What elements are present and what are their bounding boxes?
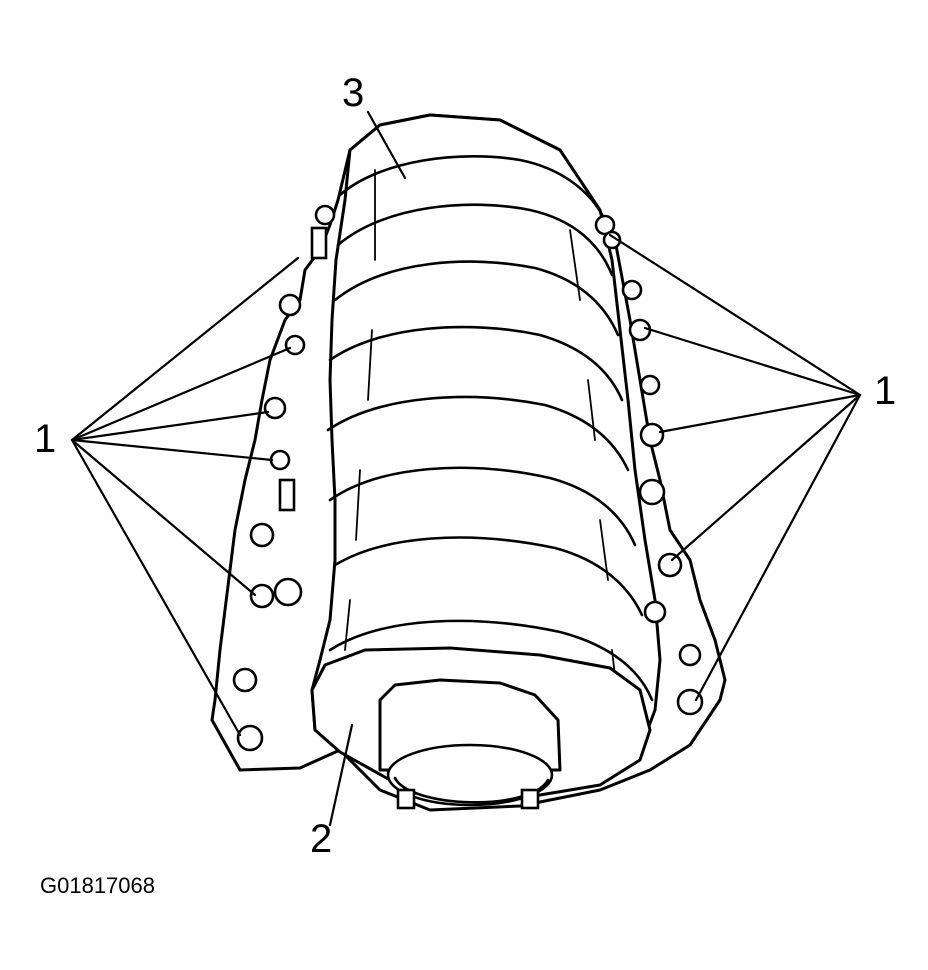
leaders-left: [70, 256, 300, 737]
throttle-bore: [386, 743, 554, 807]
stud-left-1: [310, 226, 328, 260]
runner-arc-6: [328, 466, 637, 547]
throttle-stud-right: [520, 788, 540, 810]
throttle-inlet-housing: [378, 678, 562, 772]
bolt-left-6: [249, 522, 275, 548]
bolt-right-4: [628, 318, 652, 342]
leaders-right: [608, 233, 862, 702]
bolt-left-8: [273, 577, 303, 607]
bolt-left-5: [269, 449, 291, 471]
runner-arc-4: [328, 325, 624, 402]
bolt-right-8: [657, 552, 683, 578]
bolt-left-2: [278, 293, 302, 317]
bolt-right-6: [639, 422, 665, 448]
leader-manifold: [366, 110, 407, 180]
bolt-left-4: [263, 396, 287, 420]
figure-id: G01817068: [40, 873, 155, 898]
throttle-stud-left: [396, 788, 416, 810]
callout-bolts-left: 1: [34, 417, 56, 461]
runner-arc-3: [333, 260, 620, 337]
runner-arc-1: [338, 155, 607, 222]
plenum-seam-left: [344, 169, 376, 651]
bolt-right-10: [678, 643, 702, 667]
bolt-left-7: [249, 583, 275, 609]
runner-arc-7: [333, 536, 644, 617]
bolt-left-10: [236, 724, 264, 752]
leader-cover: [328, 723, 354, 827]
bolt-right-2: [602, 230, 622, 250]
callout-manifold: 3: [342, 71, 364, 115]
bolt-right-9: [643, 600, 667, 624]
runner-arc-2: [336, 203, 614, 277]
runner-arc-5: [326, 395, 630, 472]
plenum-seam-right: [569, 229, 621, 721]
bolt-right-5: [639, 374, 661, 396]
bolt-left-9: [232, 667, 258, 693]
stud-left-2: [278, 478, 296, 512]
bolt-right-3: [621, 279, 643, 301]
bolt-right-7: [638, 478, 666, 506]
callout-cover: 2: [310, 817, 332, 861]
callout-bolts-right: 1: [874, 369, 896, 413]
bolt-left-1: [314, 204, 336, 226]
bolt-left-3: [284, 334, 306, 356]
bolt-right-11: [676, 688, 704, 716]
runner-arc-8: [328, 619, 654, 702]
